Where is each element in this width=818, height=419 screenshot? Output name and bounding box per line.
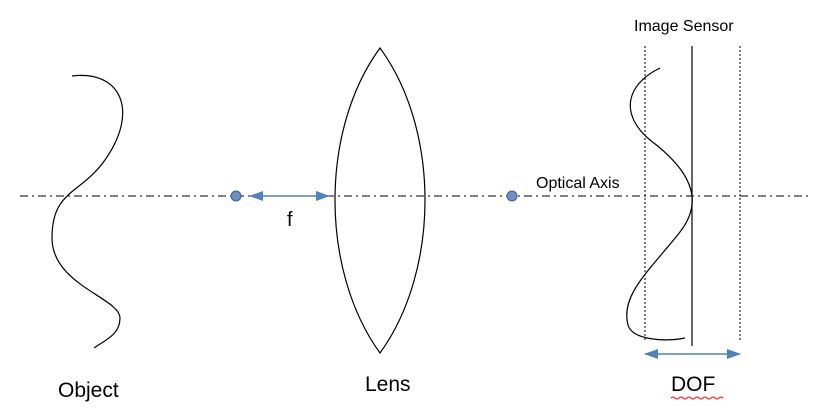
- optical-axis-label: Optical Axis: [536, 175, 620, 192]
- focal-length-label: f: [287, 209, 293, 231]
- spellcheck-underline: [670, 396, 724, 400]
- image-sensor-label: Image Sensor: [634, 18, 734, 35]
- object-label: Object: [58, 379, 119, 402]
- lens-shape: [334, 46, 426, 355]
- front-focal-point: [230, 190, 242, 202]
- lens-label: Lens: [365, 373, 411, 396]
- dof-label: DOF: [671, 373, 716, 396]
- rear-focal-point: [506, 190, 518, 202]
- image-curve: [626, 67, 693, 341]
- object-curve: [51, 74, 124, 349]
